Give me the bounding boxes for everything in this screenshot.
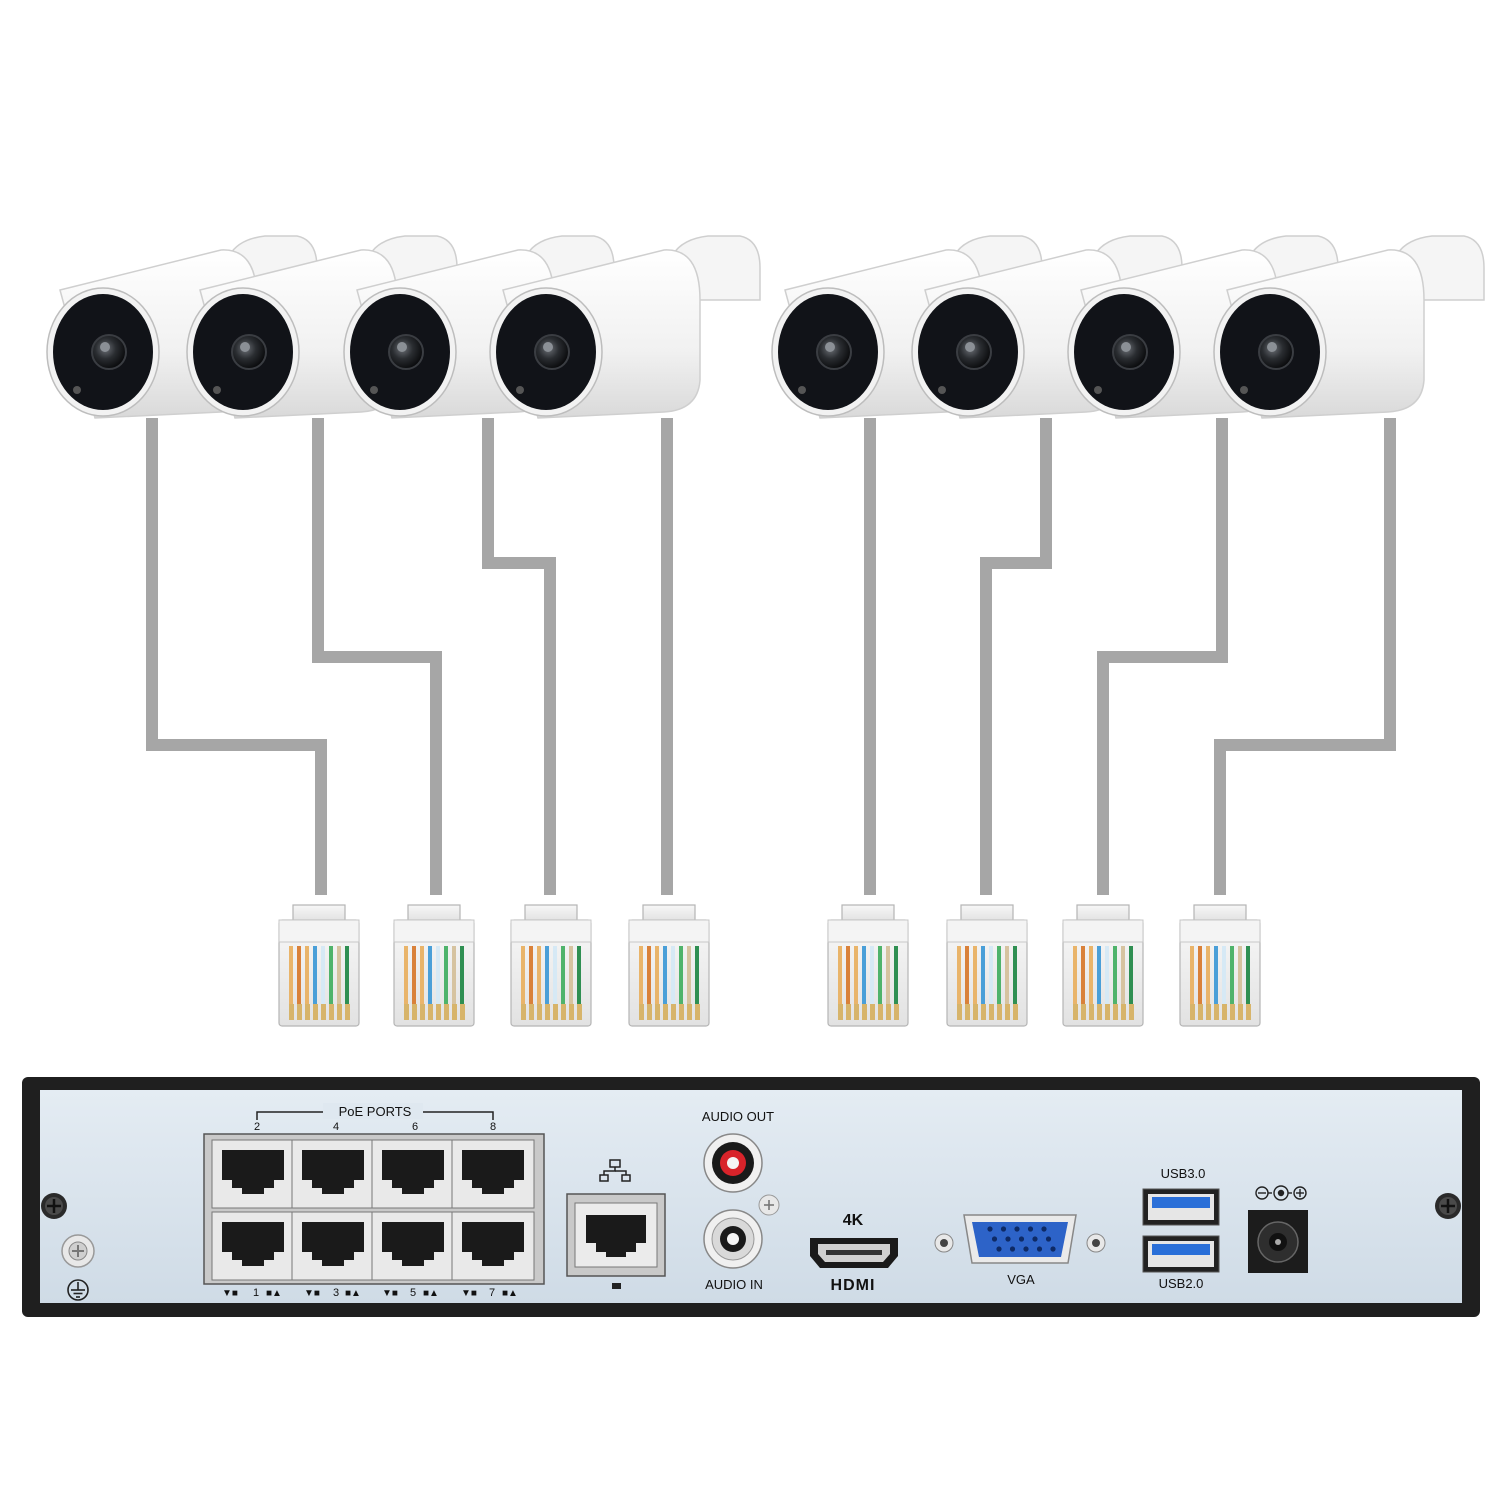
led-markers: ■▲ [423, 1288, 439, 1299]
led-markers: ■▲ [345, 1288, 361, 1299]
camera-4 [489, 235, 761, 419]
led-markers: ▼■ [222, 1288, 238, 1299]
port-number-label: 4 [333, 1121, 339, 1133]
camera-lens-icon [91, 334, 127, 370]
ethernet-cable [1214, 418, 1396, 895]
camera-lens-icon [388, 334, 424, 370]
camera-lens-icon [816, 334, 852, 370]
led-markers: ■▲ [502, 1288, 518, 1299]
led-markers: ▼■ [382, 1288, 398, 1299]
audio-in-label: AUDIO IN [705, 1277, 763, 1292]
dc-polarity-icon [1255, 1185, 1307, 1201]
poe-bottom-numbers: ▼■ 1 ■▲ ▼■ 3 ■▲ ▼■ 5 ■▲ ▼■ 7 ■▲ [222, 1287, 518, 1299]
poe-port[interactable] [211, 1139, 295, 1209]
camera-lens-icon [231, 334, 267, 370]
hdmi-resolution-label: 4K [843, 1212, 864, 1229]
port-number-label: 5 [410, 1287, 416, 1299]
ethernet-cable [312, 418, 442, 895]
led-markers: ▼■ [461, 1288, 477, 1299]
poe-port[interactable] [291, 1139, 375, 1209]
lan-port[interactable] [566, 1193, 666, 1289]
camera-lens-icon [534, 334, 570, 370]
rj45-connector-icon [278, 904, 360, 1027]
poe-port[interactable] [371, 1211, 455, 1281]
vga-label: VGA [1007, 1272, 1035, 1287]
port-number-label: 2 [254, 1121, 260, 1133]
vga-port[interactable] [934, 1214, 1106, 1264]
poe-port[interactable] [371, 1139, 455, 1209]
rj45-connector-group [278, 904, 1261, 1027]
cable-group [146, 418, 1396, 895]
camera-lens-icon [1258, 334, 1294, 370]
port-number-label: 7 [489, 1287, 495, 1299]
ground-icon [67, 1279, 89, 1301]
hdmi-label: HDMI [831, 1277, 876, 1294]
ethernet-cable [980, 418, 1052, 895]
rj45-connector-icon [1062, 904, 1144, 1027]
usb3-port[interactable] [1142, 1188, 1220, 1226]
ethernet-cable [1097, 418, 1228, 895]
audio-out-label: AUDIO OUT [702, 1109, 774, 1124]
ethernet-cable [482, 418, 556, 895]
poe-port[interactable] [451, 1211, 535, 1281]
rj45-connector-icon [827, 904, 909, 1027]
nvr-rear-panel: PoE PORTS 2 4 6 8 ▼■ 1 ■▲ ▼■ 3 ■▲ ▼■ 5 ■… [22, 1077, 1480, 1317]
poe-ports-label: PoE PORTS [339, 1104, 412, 1119]
rj45-connector-icon [628, 904, 710, 1027]
usb3-label: USB3.0 [1161, 1166, 1206, 1181]
poe-port[interactable] [211, 1211, 295, 1281]
poe-port[interactable] [291, 1211, 375, 1281]
rj45-connector-icon [946, 904, 1028, 1027]
audio-out-jack[interactable] [703, 1133, 763, 1193]
camera-group [46, 235, 1485, 419]
usb2-label: USB2.0 [1159, 1276, 1204, 1291]
left-screw-icon [41, 1193, 67, 1219]
audio-in-jack[interactable] [703, 1209, 763, 1269]
camera-lens-icon [956, 334, 992, 370]
right-screw-icon [1435, 1193, 1461, 1219]
port-number-label: 6 [412, 1121, 418, 1133]
camera-8 [1213, 235, 1485, 419]
port-number-label: 1 [253, 1287, 259, 1299]
poe-ports-header: PoE PORTS 2 4 6 8 [254, 1103, 496, 1133]
audio-screw-icon [758, 1194, 780, 1216]
rj45-connector-icon [510, 904, 592, 1027]
rj45-connector-icon [1179, 904, 1261, 1027]
poe-port-block [203, 1133, 545, 1285]
ethernet-cable [146, 418, 327, 895]
rj45-connector-icon [393, 904, 475, 1027]
hdmi-port[interactable] [810, 1238, 898, 1268]
poe-port[interactable] [451, 1139, 535, 1209]
camera-lens-icon [1112, 334, 1148, 370]
ground-terminal-icon [61, 1234, 95, 1268]
port-number-label: 3 [333, 1287, 339, 1299]
port-number-label: 8 [490, 1121, 496, 1133]
dc-power-jack[interactable] [1248, 1210, 1308, 1273]
led-markers: ■▲ [266, 1288, 282, 1299]
network-icon [599, 1159, 631, 1182]
usb2-port[interactable] [1142, 1235, 1220, 1273]
led-markers: ▼■ [304, 1288, 320, 1299]
